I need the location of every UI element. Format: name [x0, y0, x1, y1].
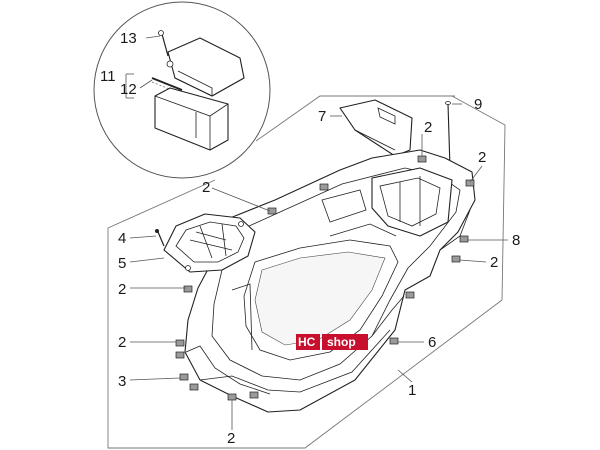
battery-box	[154, 87, 229, 151]
screw-13	[158, 30, 169, 57]
callout-5: 5	[118, 255, 126, 272]
watermark-shop: shop	[327, 335, 356, 349]
callout-labels: 13 11 12 7 9 2 2 2 4 5 8 2 2 2 6 3 1 2	[100, 30, 520, 447]
callout-6: 6	[428, 334, 436, 351]
callout-2-right: 2	[490, 254, 498, 271]
callout-2-top-right: 2	[478, 149, 486, 166]
screw-9	[445, 101, 451, 169]
callout-2-left: 2	[118, 281, 126, 298]
callout-2-top-left: 2	[202, 179, 210, 196]
callout-13: 13	[120, 30, 137, 47]
assembly-frame	[107, 95, 506, 449]
callout-11: 11	[100, 68, 116, 85]
callout-9: 9	[474, 96, 482, 113]
callout-12: 12	[120, 81, 137, 98]
callout-7: 7	[318, 108, 326, 125]
leader-lines	[125, 35, 508, 430]
clip-parts	[175, 155, 475, 401]
callout-8: 8	[512, 232, 520, 249]
callout-3: 3	[118, 373, 126, 390]
watermark-hc: HC	[298, 335, 316, 349]
hc-shop-watermark: HC shop	[296, 334, 368, 350]
callout-1: 1	[408, 382, 416, 399]
callout-2-lower-left: 2	[118, 334, 126, 351]
strap-12	[151, 77, 183, 95]
battery-cover	[166, 37, 245, 97]
callout-4: 4	[118, 230, 126, 247]
callout-2-lid: 2	[424, 119, 432, 136]
screw-4	[155, 229, 165, 247]
rear-lid-7	[339, 99, 413, 157]
callout-2-bottom: 2	[227, 430, 235, 447]
compartment-light-5	[163, 213, 256, 273]
helmet-compartment	[184, 149, 476, 413]
